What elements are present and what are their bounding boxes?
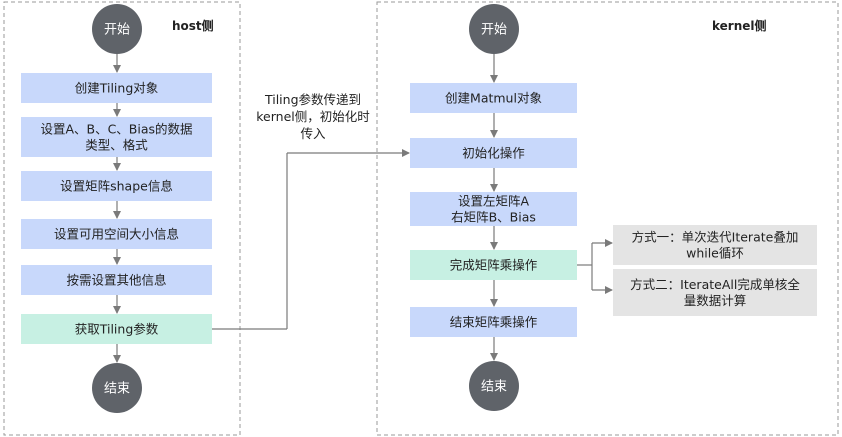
host-section-label: host侧 bbox=[172, 18, 214, 33]
option-two-box-label: 方式二：IterateAll完成单核全量数据计算 bbox=[630, 277, 800, 308]
option-one-box bbox=[613, 225, 817, 265]
set-other-info-step bbox=[21, 265, 212, 295]
set-data-type-step-label: 设置A、B、C、Bias的数据类型、格式 bbox=[40, 122, 192, 153]
create-matmul-step bbox=[410, 83, 577, 113]
set-space-step bbox=[21, 219, 212, 249]
kernel-start-node-label: 开始 bbox=[481, 23, 507, 38]
set-shape-step bbox=[21, 171, 212, 201]
set-space-step-label: 设置可用空间大小信息 bbox=[54, 227, 179, 242]
set-data-type-step bbox=[21, 117, 212, 157]
option-two-box bbox=[613, 269, 817, 316]
host-end-node-label: 结束 bbox=[104, 382, 130, 397]
matmul-step bbox=[410, 250, 577, 280]
init-step-label: 初始化操作 bbox=[462, 146, 525, 161]
connector-lines bbox=[113, 54, 613, 363]
get-tiling-step bbox=[21, 314, 212, 344]
end-matmul-step bbox=[410, 307, 577, 337]
host-start-node bbox=[92, 4, 142, 54]
kernel-start-node bbox=[469, 4, 519, 54]
kernel-section-frame bbox=[376, 1, 839, 436]
kernel-end-node-label: 结束 bbox=[481, 380, 507, 395]
host-section-frame bbox=[3, 1, 241, 436]
set-other-info-step-label: 按需设置其他信息 bbox=[66, 273, 166, 288]
end-matmul-step-label: 结束矩阵乘操作 bbox=[450, 315, 538, 330]
kernel-section-label: kernel侧 bbox=[712, 18, 767, 33]
create-matmul-step-label: 创建Matmul对象 bbox=[445, 91, 542, 106]
set-matrix-step bbox=[410, 192, 577, 226]
create-tiling-step bbox=[21, 73, 212, 103]
kernel-end-node bbox=[469, 361, 519, 411]
init-step bbox=[410, 138, 577, 168]
host-end-node bbox=[92, 363, 142, 413]
create-tiling-step-label: 创建Tiling对象 bbox=[75, 81, 159, 96]
matmul-step-label: 完成矩阵乘操作 bbox=[450, 258, 538, 273]
flow-nodes: 开始创建Tiling对象设置A、B、C、Bias的数据类型、格式设置矩阵shap… bbox=[21, 4, 817, 413]
get-tiling-step-label: 获取Tiling参数 bbox=[75, 322, 159, 337]
set-shape-step-label: 设置矩阵shape信息 bbox=[60, 179, 173, 194]
host-start-node-label: 开始 bbox=[104, 23, 130, 38]
